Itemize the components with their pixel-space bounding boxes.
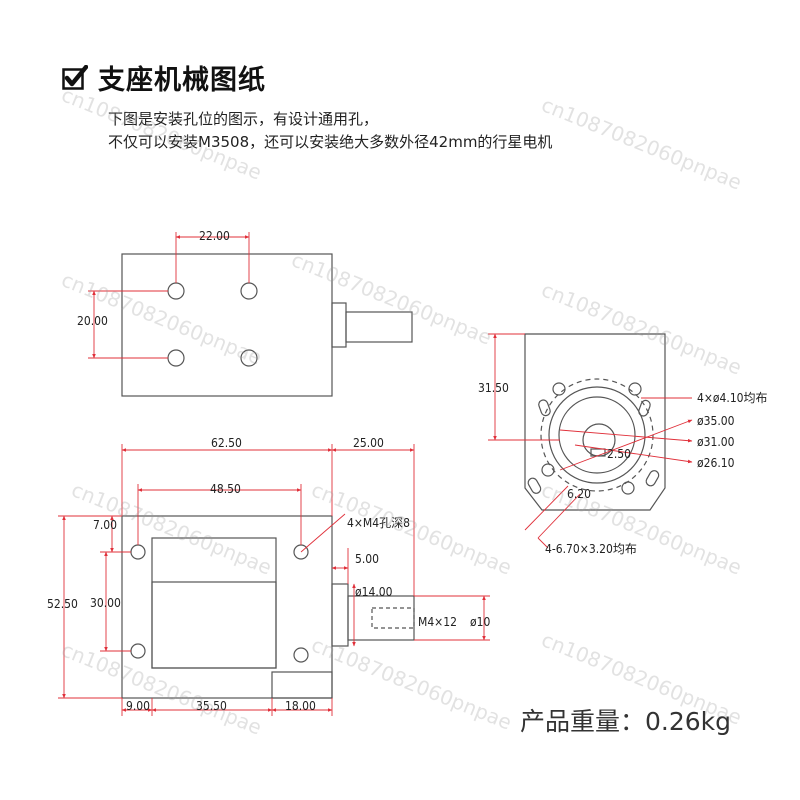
- front-view-shaft: [347, 595, 415, 641]
- watermark: cn1087082060pnpae: [308, 632, 515, 734]
- description-line-1: 下图是安装孔位的图示，有设计通用孔，: [108, 110, 379, 128]
- dim-front-overall-width: 62.50: [211, 436, 242, 450]
- watermark: cn1087082060pnpae: [538, 477, 745, 579]
- front-view-base-step: [271, 671, 333, 699]
- side-view-hole: [628, 382, 642, 396]
- side-view-hole: [552, 382, 566, 396]
- dim-side-slots: 4-6.70×3.20均布: [545, 542, 637, 556]
- side-view-bore: [548, 386, 646, 484]
- front-view: [121, 515, 415, 699]
- watermarks: cn1087082060pnpae cn1087082060pnpae cn10…: [58, 82, 745, 739]
- top-view-dims: [88, 232, 250, 359]
- dim-front-hole-span: 48.50: [210, 482, 241, 496]
- side-view-slot: [645, 470, 660, 487]
- dim-side-height: 31.50: [478, 381, 509, 395]
- checkbox-check-icon: [62, 64, 89, 91]
- dim-front-shaft-step: 5.00: [355, 552, 379, 566]
- top-view-hole: [167, 349, 185, 367]
- dim-side-bore: ø31.00: [697, 435, 735, 449]
- dim-hole-spacing-x: 22.00: [199, 229, 230, 243]
- top-view-hole: [167, 282, 185, 300]
- top-view-shaft: [345, 311, 413, 343]
- side-view-body: [524, 333, 666, 511]
- side-view-dims: [488, 333, 693, 549]
- dim-front-shaft-length: 25.00: [353, 436, 384, 450]
- top-view-hole: [240, 282, 258, 300]
- front-view-motor-seat: [151, 581, 277, 669]
- watermark: cn1087082060pnpae: [288, 247, 495, 349]
- description: 下图是安装孔位的图示，有设计通用孔， 不仅可以安装M3508，还可以安装绝大多数…: [108, 108, 552, 154]
- dim-side-hub: ø26.10: [697, 456, 735, 470]
- front-view-hole: [130, 544, 146, 560]
- side-view-hole: [621, 481, 635, 495]
- top-view-shaft-collar: [331, 302, 347, 348]
- dim-front-height: 52.50: [47, 597, 78, 611]
- side-view-slot: [538, 399, 551, 417]
- watermark: cn1087082060pnpae: [538, 92, 745, 194]
- product-weight: 产品重量：0.26kg: [520, 707, 732, 736]
- front-view-thread: [371, 607, 415, 629]
- dim-front-thread-note: 4×M4孔深8: [347, 516, 410, 530]
- side-view: [524, 333, 666, 511]
- side-view-slot: [527, 477, 542, 494]
- watermark: cn1087082060pnpae: [308, 477, 515, 579]
- dim-side-pcd: ø35.00: [697, 414, 735, 428]
- top-view-hole: [240, 349, 258, 367]
- front-view-collar: [331, 583, 349, 647]
- dim-hole-spacing-y: 20.00: [77, 314, 108, 328]
- dim-front-thread: M4×12: [418, 615, 457, 629]
- front-view-hole: [293, 647, 309, 663]
- side-view-hub: [558, 396, 636, 474]
- dim-front-hole-span-v: 30.00: [90, 596, 121, 610]
- dim-front-shaft-dia: ø14.00: [355, 585, 393, 599]
- description-line-2: 不仅可以安装M3508，还可以安装绝大多数外径42mm的行星电机: [108, 133, 553, 151]
- side-view-hole: [541, 463, 555, 477]
- front-view-hole: [130, 643, 146, 659]
- front-view-dims: [58, 444, 490, 716]
- side-view-pcd-circle: [540, 378, 654, 492]
- dim-front-end-dia: ø10: [470, 615, 490, 629]
- dim-side-holes: 4×ø4.10均布: [697, 391, 768, 405]
- dim-front-left-offset: 9.00: [126, 699, 150, 713]
- dim-front-right-width: 18.00: [285, 699, 316, 713]
- side-view-slot: [638, 399, 651, 417]
- dim-side-angle: 6.20: [567, 487, 591, 501]
- page-title: 支座机械图纸: [98, 65, 266, 96]
- watermark: cn1087082060pnpae: [538, 277, 745, 379]
- watermark: cn1087082060pnpae: [58, 637, 265, 739]
- dim-front-top-offset: 7.00: [93, 518, 117, 532]
- watermark: cn1087082060pnpae: [58, 82, 265, 184]
- header: 支座机械图纸: [62, 58, 266, 97]
- dim-front-mid-width: 35.50: [196, 699, 227, 713]
- dim-side-key: 2.50: [607, 447, 631, 461]
